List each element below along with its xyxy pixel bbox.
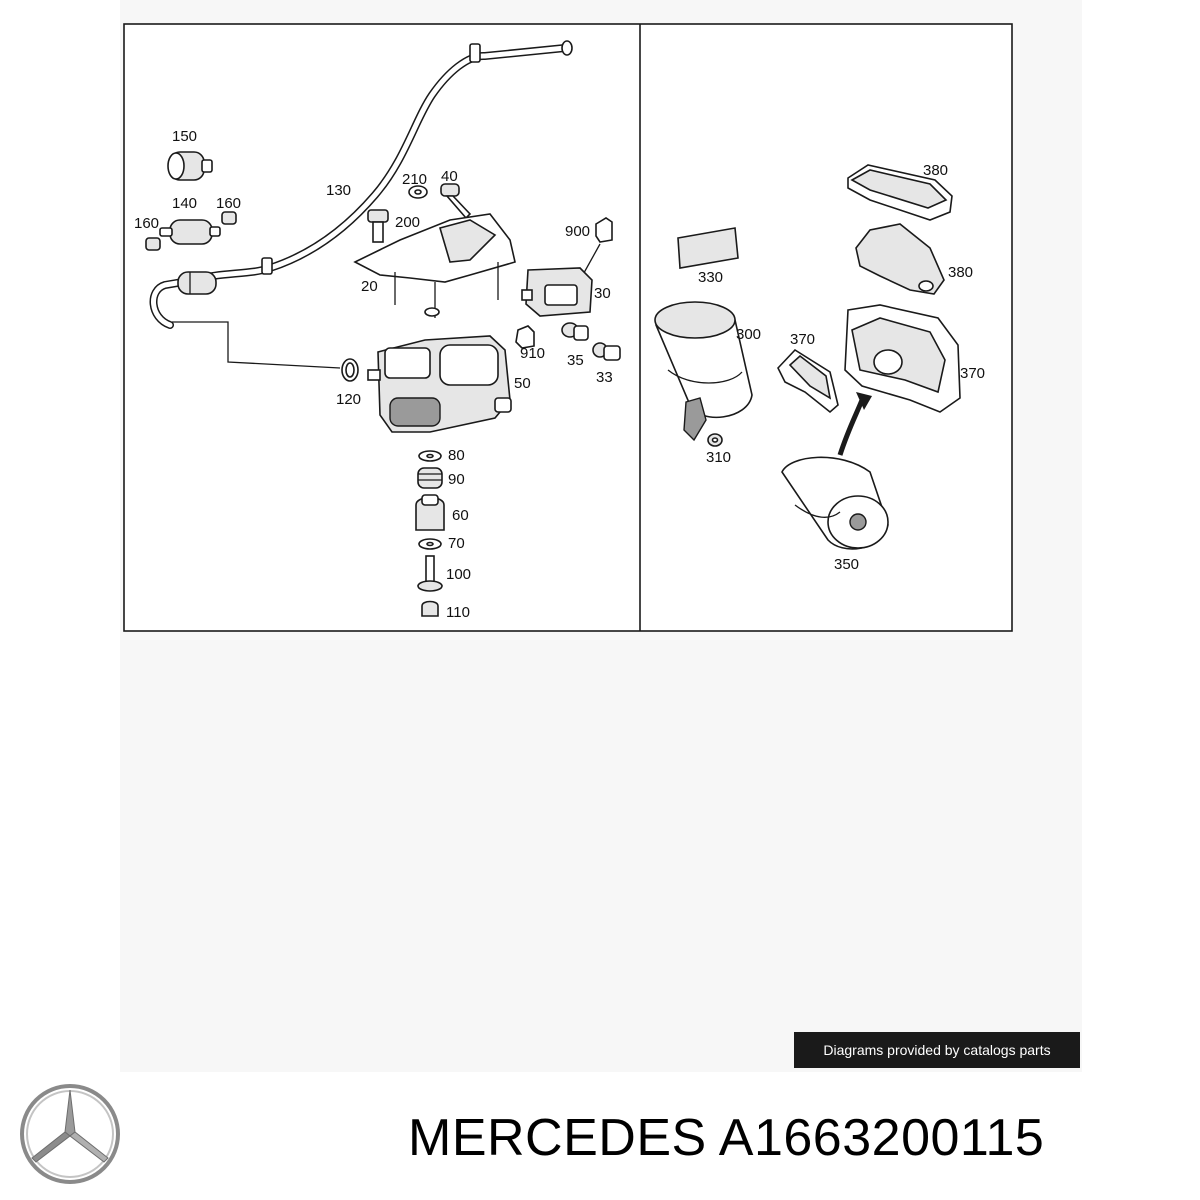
callout-130: 130: [326, 182, 351, 199]
callout-140: 140: [172, 195, 197, 212]
callout-380: 380: [948, 264, 973, 281]
part-hose-filter: [177, 271, 217, 295]
callout-300: 300: [736, 326, 761, 343]
callout-33: 33: [596, 369, 613, 386]
part-50-compressor: [367, 335, 512, 433]
callout-40: 40: [441, 168, 458, 185]
part-110-cap: [421, 600, 439, 617]
callout-35: 35: [567, 352, 584, 369]
callout-380: 380: [923, 162, 948, 179]
callout-910: 910: [520, 345, 545, 362]
part-370-bracket: [777, 348, 839, 414]
part-380-cover: [855, 223, 945, 295]
callout-80: 80: [448, 447, 465, 464]
callout-370: 370: [960, 365, 985, 382]
part-300-dryer: [654, 301, 753, 442]
part-150: [167, 151, 213, 181]
part-370-housing: [844, 304, 961, 413]
part-33: [592, 342, 621, 361]
part-380-lid: [847, 164, 953, 221]
callout-70: 70: [448, 535, 465, 552]
part-120-clamp: [341, 358, 359, 382]
part-310-nut: [707, 433, 723, 447]
part-900: [595, 217, 613, 243]
callout-900: 900: [565, 223, 590, 240]
part-210-washer: [408, 185, 428, 199]
mercedes-star-icon: [20, 1084, 120, 1184]
callout-160: 160: [134, 215, 159, 232]
callout-200: 200: [395, 214, 420, 231]
callout-370: 370: [790, 331, 815, 348]
part-title: MERCEDES A1663200115: [408, 1109, 1045, 1167]
callout-310: 310: [706, 449, 731, 466]
callout-110: 110: [446, 604, 470, 621]
callout-120: 120: [336, 391, 361, 408]
callout-90: 90: [448, 471, 465, 488]
part-100-bolt: [417, 555, 443, 592]
callout-60: 60: [452, 507, 469, 524]
insertion-arrow: [837, 392, 872, 456]
part-160-left: [145, 237, 161, 251]
part-130-hose: [149, 40, 573, 329]
part-80-washer: [418, 450, 442, 462]
part-90-spring: [417, 467, 443, 489]
callout-50: 50: [514, 375, 531, 392]
credit-banner: Diagrams provided by catalogs parts: [794, 1032, 1080, 1068]
callout-20: 20: [361, 278, 378, 295]
part-910: [515, 325, 535, 349]
part-200-bolt: [367, 209, 389, 243]
callout-100: 100: [446, 566, 471, 583]
callout-210: 210: [402, 171, 427, 188]
part-160-right: [221, 211, 237, 225]
callout-350: 350: [834, 556, 859, 573]
callout-330: 330: [698, 269, 723, 286]
callout-150: 150: [172, 128, 197, 145]
part-30-valve-block: [521, 267, 593, 317]
part-350-cartridge: [781, 456, 889, 550]
callout-160: 160: [216, 195, 241, 212]
part-20-bracket: [353, 213, 516, 318]
part-140: [159, 219, 221, 245]
part-330-pad: [677, 227, 739, 269]
part-60-mount: [415, 494, 445, 531]
part-35: [561, 322, 589, 341]
part-40-bolt: [440, 183, 472, 220]
part-70-washer: [418, 538, 442, 550]
callout-30: 30: [594, 285, 611, 302]
